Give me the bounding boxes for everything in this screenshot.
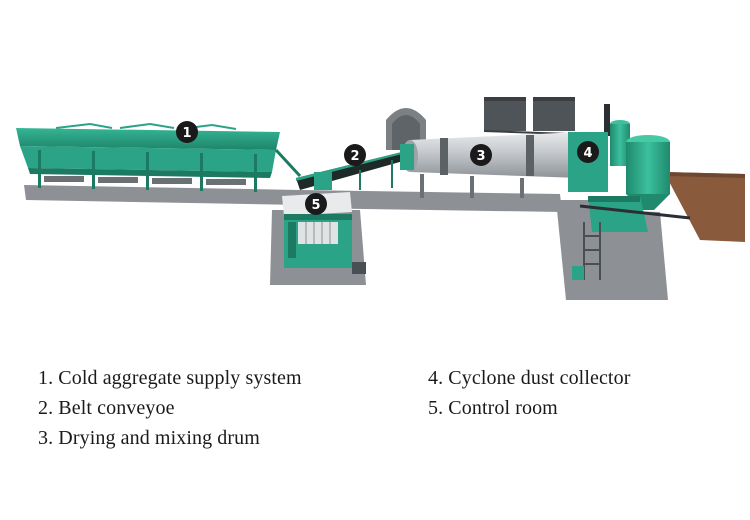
legend-item-cyclone-dust-collector: 4. Cyclone dust collector	[428, 367, 631, 389]
legend-item-belt-conveyor: 2. Belt conveyoe	[38, 397, 175, 419]
bag-house-boxes	[483, 97, 601, 136]
legend-item-cold-aggregate: 1. Cold aggregate supply system	[38, 367, 302, 389]
marker-3: 3	[470, 144, 492, 166]
marker-5-label: 5	[311, 198, 320, 213]
cold-aggregate-supply-system	[16, 122, 302, 192]
marker-2: 2	[344, 144, 366, 166]
legend-item-control-room: 5. Control room	[428, 397, 558, 419]
marker-4-label: 4	[583, 146, 592, 161]
asphalt-plant-illustration: 1 2 3 4 5	[16, 97, 745, 300]
drying-mixing-drum	[400, 132, 580, 198]
legend-item-drying-drum: 3. Drying and mixing drum	[38, 427, 260, 449]
marker-1: 1	[176, 121, 198, 143]
marker-2-label: 2	[350, 149, 359, 164]
marker-4: 4	[577, 141, 599, 163]
marker-5: 5	[305, 193, 327, 215]
marker-3-label: 3	[476, 149, 485, 164]
marker-1-label: 1	[182, 126, 191, 141]
